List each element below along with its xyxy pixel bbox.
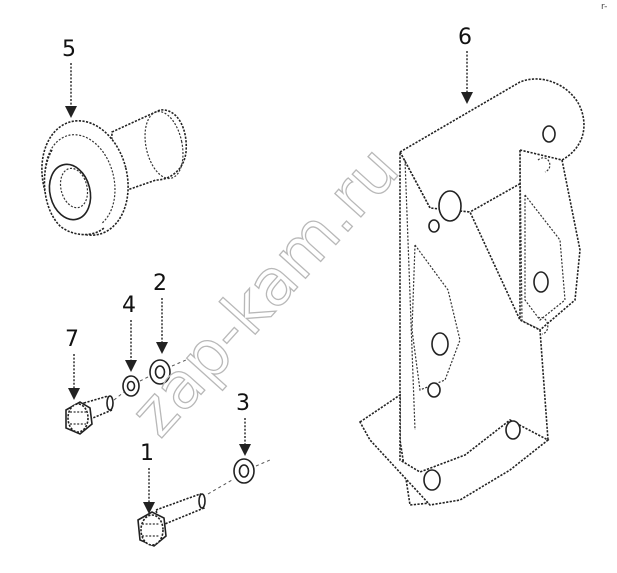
part-6-bracket bbox=[358, 78, 585, 506]
part-7-bolt bbox=[65, 395, 114, 435]
callout-label: 4 bbox=[122, 293, 136, 318]
callout-6: 6 bbox=[458, 25, 473, 104]
bracket-hole bbox=[438, 190, 462, 222]
bracket-hole bbox=[542, 125, 556, 143]
callout-7: 7 bbox=[65, 327, 80, 400]
assembly-axis bbox=[113, 359, 187, 401]
callout-label: 3 bbox=[236, 391, 250, 416]
bracket-hole bbox=[423, 469, 441, 491]
part-3-washer bbox=[233, 458, 255, 484]
callout-2: 2 bbox=[153, 271, 168, 354]
callout-4: 4 bbox=[122, 293, 137, 372]
part-4-lock-washer bbox=[122, 375, 140, 397]
bracket-hole bbox=[431, 332, 449, 356]
part-1-bolt bbox=[137, 492, 206, 547]
bracket-hole bbox=[533, 271, 549, 293]
callout-label: 2 bbox=[153, 271, 167, 296]
part-5-bushing bbox=[41, 109, 188, 236]
callout-label: 7 bbox=[65, 327, 79, 352]
bracket-hole bbox=[428, 219, 440, 233]
callout-5: 5 bbox=[62, 37, 77, 118]
callout-label: 6 bbox=[458, 25, 472, 50]
callout-label: 5 bbox=[62, 37, 76, 62]
part-2-washer bbox=[149, 359, 171, 385]
bracket-hole bbox=[505, 420, 521, 440]
corner-mark: r- bbox=[601, 2, 607, 12]
callout-3: 3 bbox=[236, 391, 251, 456]
assembly-axis bbox=[207, 459, 271, 495]
callout-1: 1 bbox=[140, 441, 155, 514]
callout-label: 1 bbox=[140, 441, 154, 466]
bracket-hole bbox=[427, 382, 441, 398]
